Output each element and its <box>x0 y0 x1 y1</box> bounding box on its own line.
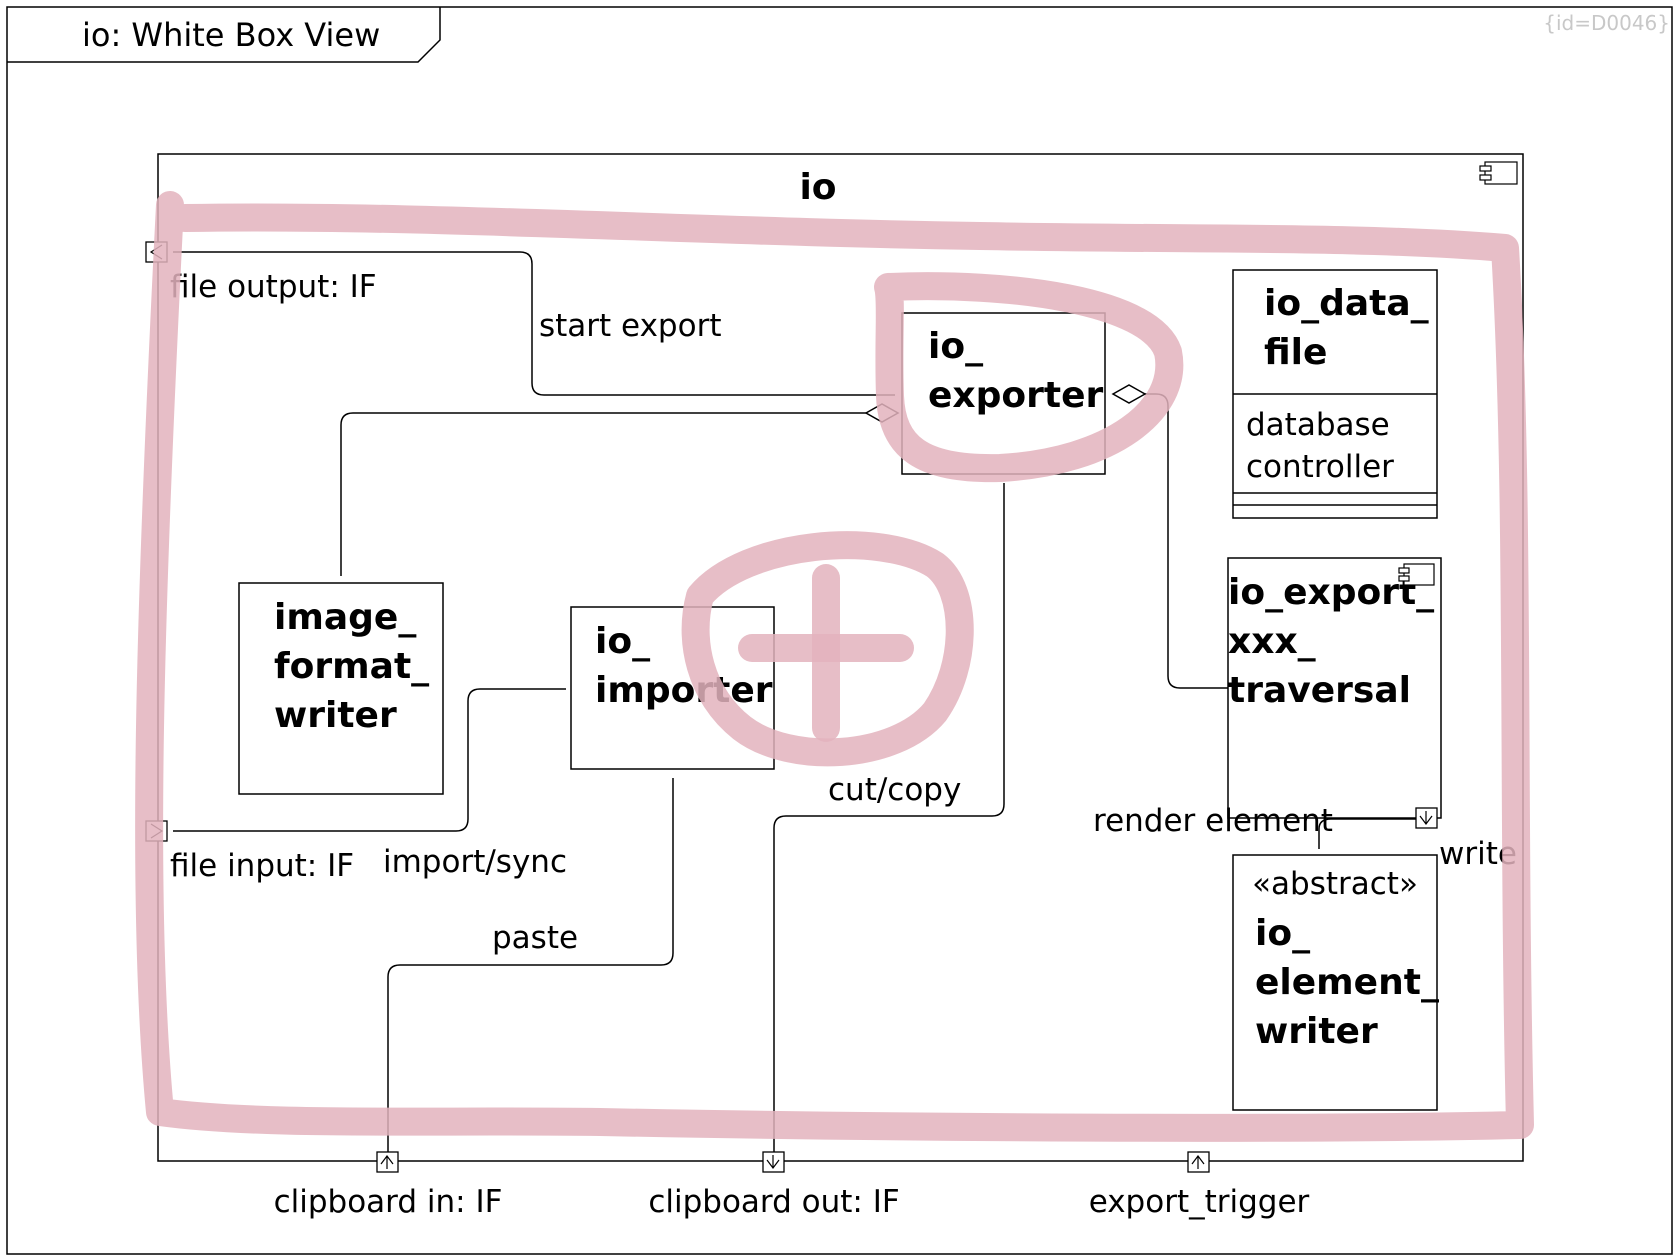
part-image-format-writer: image_ format_ writer <box>238 582 444 795</box>
io-export-traversal-line-2: xxx_ <box>1228 621 1316 662</box>
io-export-traversal-line-3: traversal <box>1228 670 1411 711</box>
io-element-writer-line-1: io_ <box>1255 913 1310 954</box>
hand-drawn-annotation <box>135 191 1534 1142</box>
label-file-output: file output: IF <box>170 269 377 305</box>
connector-start-export <box>173 251 895 396</box>
diagram-id: {id=D0046} <box>1543 11 1670 35</box>
io-element-writer-stereotype: «abstract» <box>1252 866 1418 902</box>
io-element-writer-line-3: writer <box>1255 1011 1378 1052</box>
io-data-file-attr-1: database <box>1246 407 1390 443</box>
label-start-export: start export <box>539 308 721 344</box>
label-file-input: file input: IF <box>170 848 354 884</box>
port-clipboard-out <box>762 1151 785 1173</box>
part-io-export-traversal: io_export_ xxx_ traversal <box>1227 557 1442 819</box>
port-clipboard-in <box>376 1151 399 1173</box>
component-icon <box>1479 161 1518 185</box>
part-io-importer: io_ importer <box>570 606 775 770</box>
image-format-writer-line-2: format_ <box>274 646 429 687</box>
image-format-writer-line-1: image_ <box>274 597 416 638</box>
io-data-file-attr-2: controller <box>1246 449 1394 485</box>
io-data-file-line-2: file <box>1264 332 1327 373</box>
connector-render-element <box>1318 818 1419 849</box>
connector-cut-copy <box>773 483 1005 1152</box>
frame-title: io: White Box View <box>82 16 380 54</box>
io-importer-line-1: io_ <box>595 621 650 662</box>
io-exporter-line-2: exporter <box>928 375 1104 416</box>
connector-import-sync <box>173 688 566 832</box>
label-import-sync: import/sync <box>383 844 567 880</box>
label-clipboard-in: clipboard in: IF <box>274 1184 503 1220</box>
io-data-file-line-1: io_data_ <box>1264 283 1429 324</box>
io-element-writer-line-2: element_ <box>1255 962 1439 1003</box>
port-export-trigger <box>1187 1151 1210 1173</box>
part-io-data-file: io_data_ file database controller <box>1232 269 1438 519</box>
label-clipboard-out: clipboard out: IF <box>648 1184 899 1220</box>
diagram-frame <box>6 6 1673 1255</box>
connector-traversal <box>1145 393 1228 689</box>
aggregation-diamond-right <box>1111 384 1147 404</box>
part-io-element-writer: «abstract» io_ element_ writer <box>1232 854 1439 1111</box>
component-icon <box>1398 563 1435 586</box>
label-paste: paste <box>492 920 578 956</box>
component-io-title: io <box>799 167 836 208</box>
frame-title-tab <box>7 7 441 63</box>
label-render-element: render element <box>1093 803 1333 839</box>
port-write <box>1415 807 1438 829</box>
label-cut-copy: cut/copy <box>828 772 961 808</box>
io-importer-line-2: importer <box>595 670 773 711</box>
label-export-trigger: export_trigger <box>1089 1184 1310 1220</box>
image-format-writer-line-3: writer <box>274 695 397 736</box>
connector-paste <box>387 778 674 1152</box>
io-exporter-line-1: io_ <box>928 326 983 367</box>
connector-image-format-writer <box>340 412 866 576</box>
